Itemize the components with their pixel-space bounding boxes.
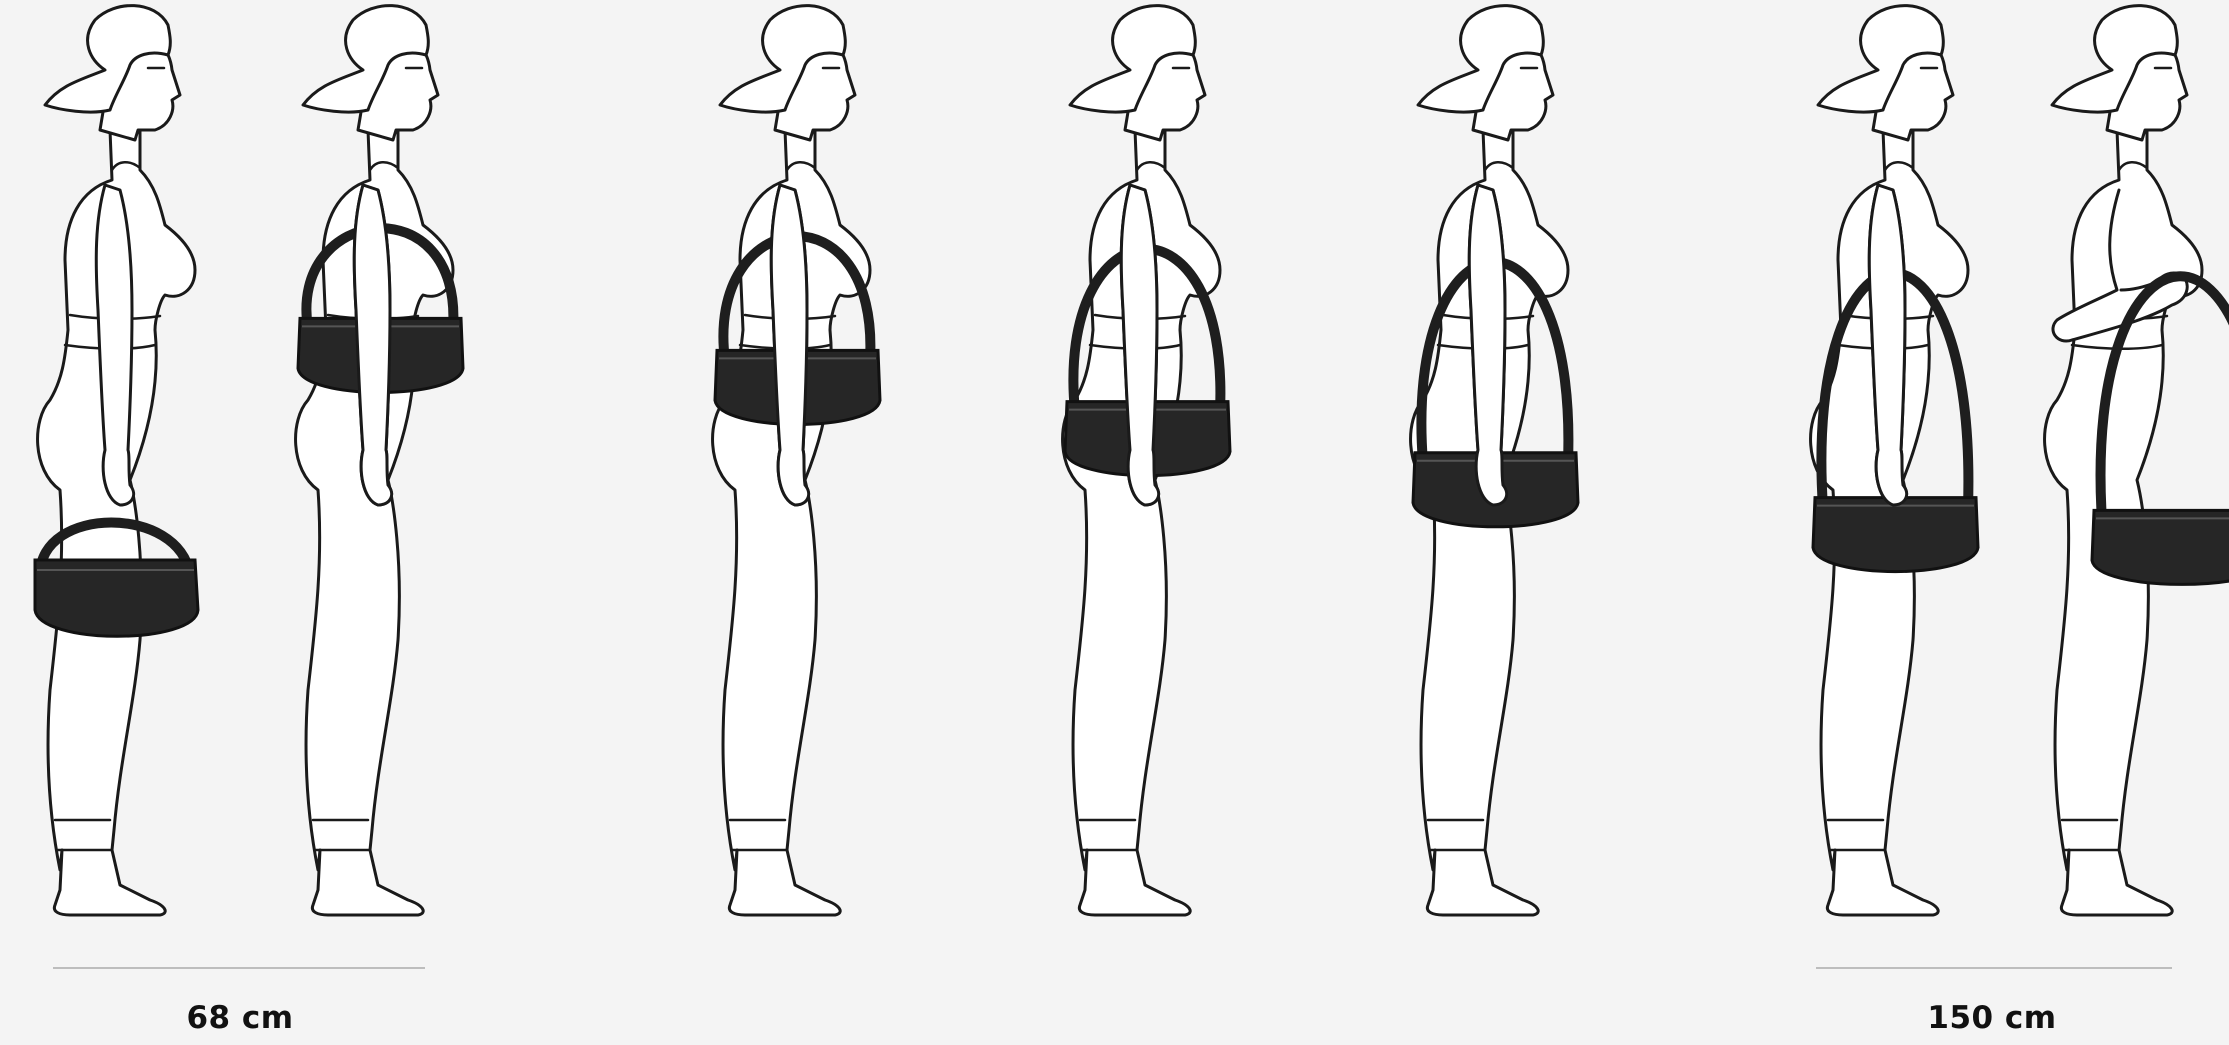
figure-3 <box>713 6 880 915</box>
bag-body <box>35 560 198 636</box>
figure-1 <box>35 6 198 915</box>
figure-7 <box>2045 6 2229 915</box>
figure-5 <box>1411 6 1578 915</box>
figure-2 <box>296 6 463 915</box>
figure-6 <box>1811 6 1978 915</box>
min-range-rule <box>53 967 425 969</box>
min-length-label: 68 cm <box>140 1000 340 1036</box>
max-length-label: 150 cm <box>1892 1000 2092 1036</box>
bag-body <box>1813 498 1978 572</box>
max-range-rule <box>1816 967 2172 969</box>
bag-body <box>2092 510 2229 584</box>
figure-4 <box>1063 6 1230 915</box>
